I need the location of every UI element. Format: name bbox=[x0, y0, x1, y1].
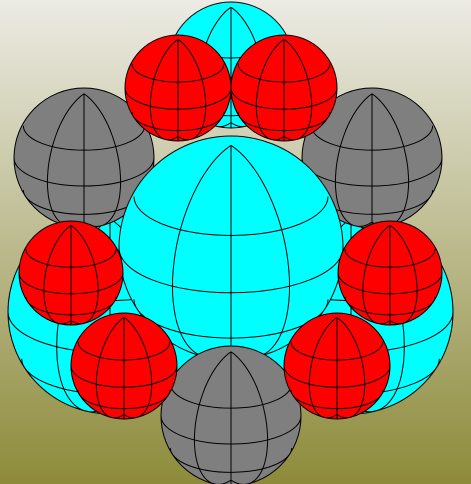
sphere-outline bbox=[230, 34, 338, 142]
gray-sphere bbox=[160, 345, 302, 484]
red-sphere bbox=[337, 220, 443, 326]
red-sphere bbox=[70, 312, 178, 420]
red-sphere bbox=[18, 220, 124, 326]
sphere-outline bbox=[337, 220, 443, 326]
spheres-group bbox=[7, 1, 454, 484]
red-sphere bbox=[283, 312, 391, 420]
sphere-outline bbox=[18, 220, 124, 326]
sphere-outline bbox=[160, 345, 302, 484]
sphere-outline bbox=[70, 312, 178, 420]
red-sphere bbox=[124, 34, 232, 142]
sphere-wireframe bbox=[231, 38, 337, 141]
red-sphere bbox=[230, 34, 338, 142]
sphere-outline bbox=[283, 312, 391, 420]
